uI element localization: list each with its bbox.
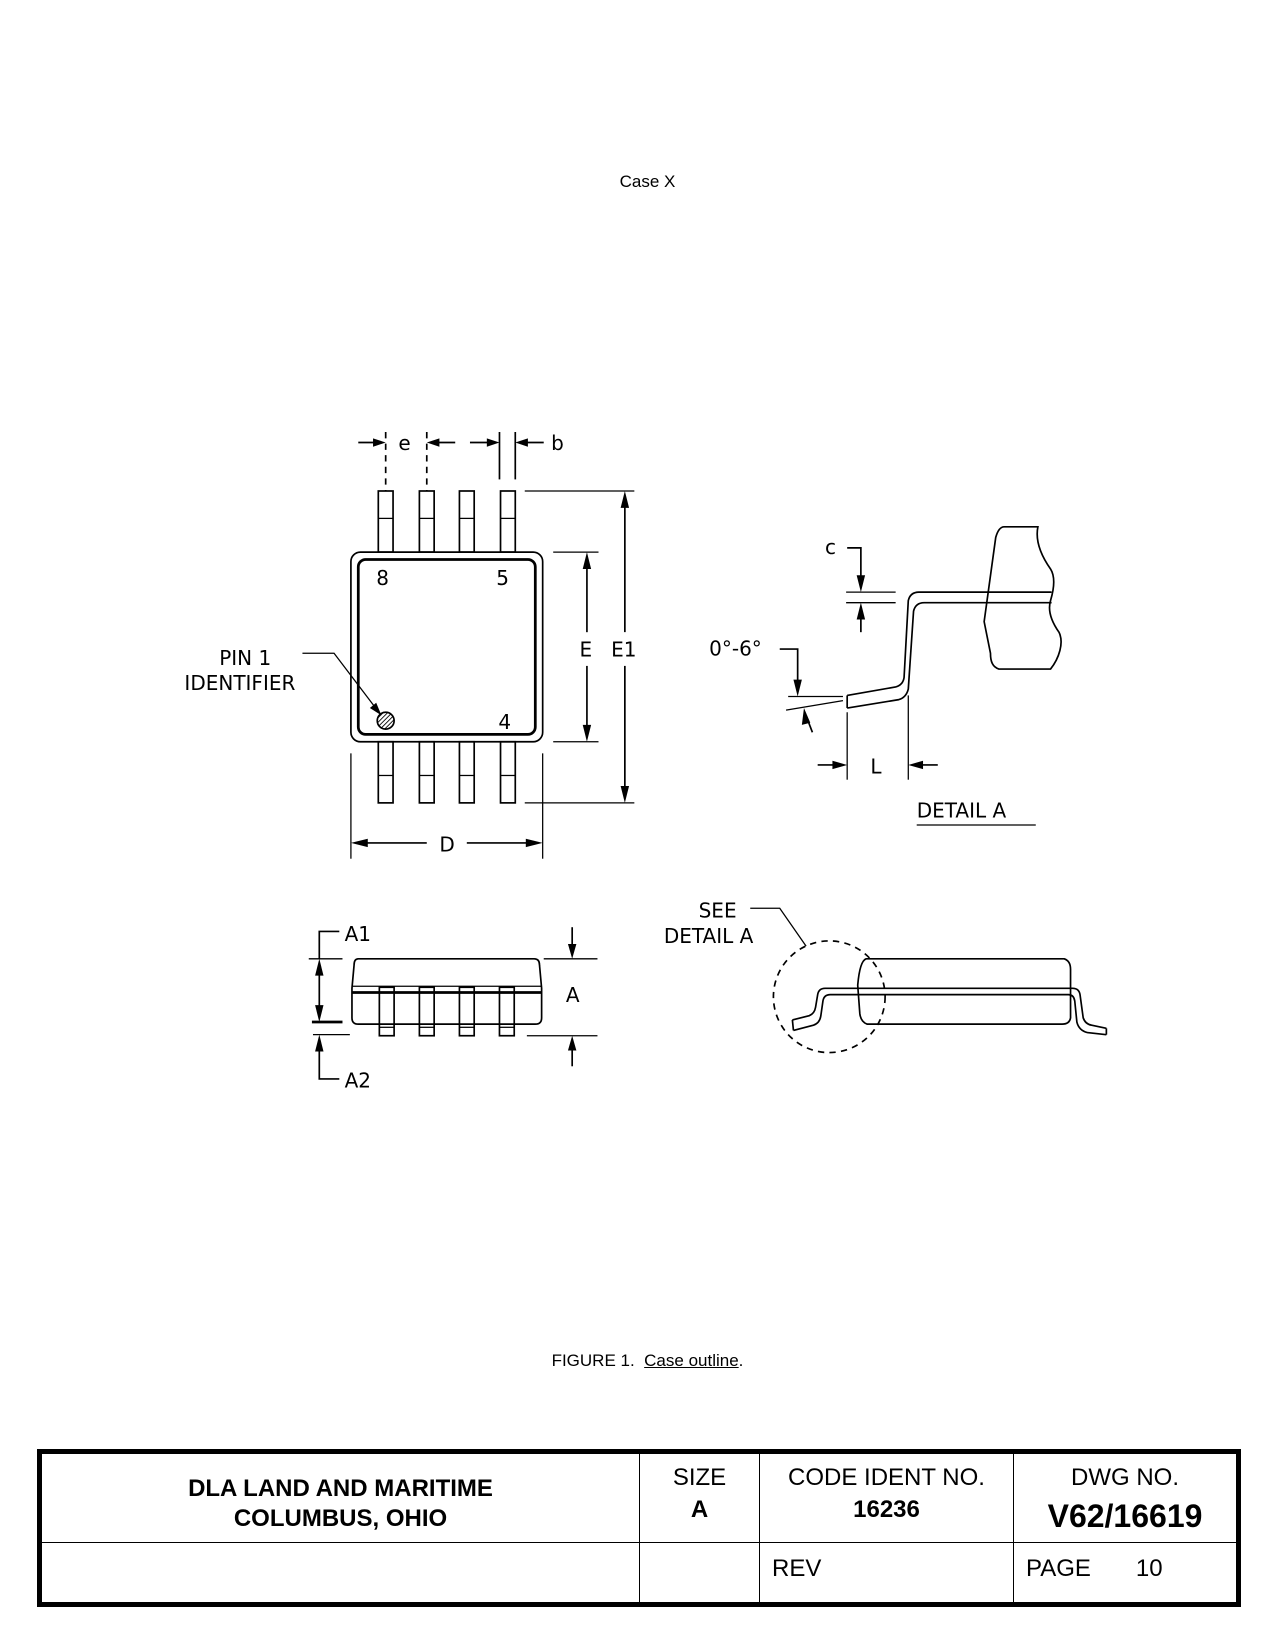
- empty-cell: [639, 1542, 760, 1603]
- side-view: A1 A2 A: [308, 922, 598, 1092]
- dwg-no-cell: DWG NO. V62/16619: [1013, 1453, 1237, 1543]
- figure-caption: FIGURE 1. Case outline.: [0, 1351, 1275, 1371]
- code-ident-label: CODE IDENT NO.: [788, 1464, 985, 1491]
- code-ident-value: 16236: [853, 1496, 920, 1523]
- see-detail-label: DETAIL A: [664, 924, 754, 948]
- dwg-no-value: V62/16619: [1047, 1498, 1203, 1534]
- top-leads: [377, 490, 517, 553]
- rev-label: REV: [772, 1555, 822, 1582]
- dim-A-label: A: [566, 983, 580, 1007]
- empty-cell: [41, 1542, 640, 1603]
- org-line1: DLA LAND AND MARITIME: [188, 1475, 493, 1502]
- angle-label: 0°-6°: [709, 636, 762, 660]
- top-view: 8 5 4 PIN 1 IDENTIFIER e b E E1: [184, 431, 637, 859]
- detail-a: c 0°-6° L DETAIL A: [709, 525, 1062, 826]
- org-line2: COLUMBUS, OHIO: [233, 1505, 448, 1532]
- dim-E-label: E: [580, 637, 593, 661]
- pin1-identifier-dot: [376, 711, 395, 730]
- see-label: SEE: [699, 899, 737, 923]
- code-ident-cell: CODE IDENT NO. 16236: [759, 1453, 1014, 1543]
- dim-E1-label: E1: [611, 637, 636, 661]
- dwg-no-label: DWG NO.: [1071, 1464, 1179, 1491]
- dim-L-label: L: [870, 754, 882, 778]
- pin-4-label: 4: [498, 710, 511, 734]
- package-body: [350, 551, 544, 743]
- dim-A2-label: A2: [345, 1068, 371, 1092]
- side-leads: [378, 986, 516, 1037]
- pin-5-label: 5: [496, 566, 509, 590]
- title-block: DLA LAND AND MARITIME COLUMBUS, OHIO SIZ…: [37, 1449, 1241, 1607]
- page-label: PAGE: [1026, 1555, 1091, 1582]
- organization-cell: DLA LAND AND MARITIME COLUMBUS, OHIO: [41, 1453, 640, 1543]
- rev-cell: REV: [759, 1542, 1014, 1603]
- detail-a-callout-circle: [772, 940, 886, 1054]
- pin1-label-line2: IDENTIFIER: [184, 671, 295, 695]
- page-value: 10: [1135, 1555, 1163, 1582]
- end-view: SEE DETAIL A: [664, 899, 1108, 1054]
- size-value: A: [690, 1496, 709, 1523]
- caption-prefix: FIGURE 1.: [551, 1351, 645, 1370]
- dim-c-label: c: [825, 535, 836, 559]
- bottom-leads: [377, 740, 517, 804]
- size-cell: SIZE A: [639, 1453, 760, 1543]
- caption-title: Case outline: [644, 1351, 739, 1370]
- dim-D-label: D: [439, 832, 454, 856]
- pin1-label-line1: PIN 1: [219, 646, 271, 670]
- dim-A1-label: A1: [345, 922, 371, 946]
- dim-b-label: b: [551, 431, 564, 455]
- page-cell: PAGE 10: [1013, 1542, 1237, 1603]
- detail-a-title: DETAIL A: [917, 799, 1007, 823]
- dim-e-label: e: [398, 431, 410, 455]
- case-title: Case X: [619, 172, 676, 191]
- pin-8-label: 8: [376, 566, 389, 590]
- caption-suffix: .: [738, 1351, 744, 1370]
- size-label: SIZE: [672, 1464, 727, 1491]
